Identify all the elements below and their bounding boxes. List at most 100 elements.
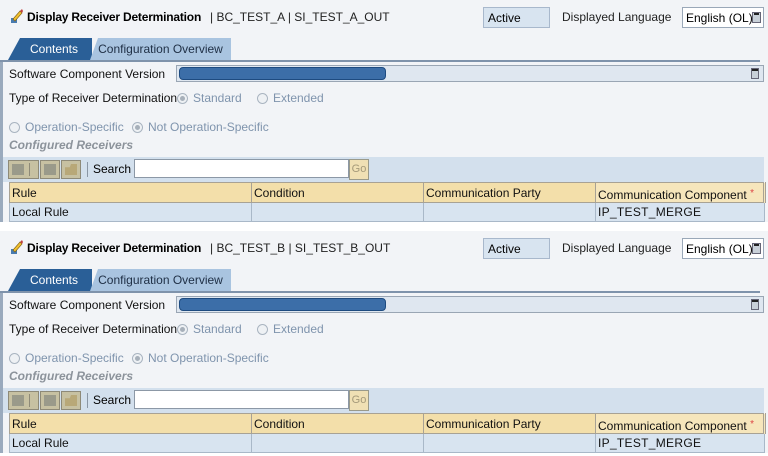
swc-value-redacted (179, 298, 386, 311)
dropdown-list-icon[interactable] (752, 243, 761, 254)
column-header-party[interactable]: Communication Party (423, 182, 596, 203)
dropdown-list-icon[interactable] (752, 12, 761, 23)
column-header-component[interactable]: Communication Component * (595, 413, 766, 434)
section-title: Configured Receivers (9, 138, 134, 152)
delete-row-button[interactable] (40, 391, 60, 410)
delete-row-button[interactable] (40, 160, 60, 179)
cell-party[interactable] (423, 433, 596, 453)
radio-extended[interactable]: Extended (257, 91, 324, 105)
cell-condition[interactable] (251, 202, 424, 222)
search-input[interactable] (134, 390, 349, 409)
radio-not-operation-specific[interactable]: Not Operation-Specific (132, 351, 269, 365)
radio-operation-specific[interactable]: Operation-Specific (9, 120, 124, 134)
cell-component[interactable]: IP_TEST_MERGE (595, 202, 765, 222)
swc-value-redacted (179, 67, 386, 80)
insert-row-icon (12, 395, 24, 406)
receivers-table: Rule Condition Communication Party Commu… (9, 413, 766, 453)
table-header-row: Rule Condition Communication Party Commu… (9, 182, 766, 203)
radio-selected-icon (177, 323, 188, 335)
radio-unselected-icon (257, 323, 268, 335)
insert-row-button[interactable] (8, 160, 39, 179)
language-label: Displayed Language (562, 241, 672, 255)
required-marker: * (750, 187, 754, 199)
table-row[interactable]: Local Rule IP_TEST_MERGE (9, 433, 765, 453)
tab-strip: Contents Configuration Overview (0, 36, 760, 60)
radio-label: Not Operation-Specific (148, 120, 269, 134)
language-select[interactable]: English (OL) (682, 7, 764, 28)
radio-standard[interactable]: Standard (177, 322, 242, 336)
page-title: Display Receiver Determination (27, 10, 202, 24)
swc-field[interactable] (176, 296, 764, 313)
edit-pencil-icon (11, 9, 23, 23)
search-label: Search (93, 162, 132, 176)
object-path: | BC_TEST_A | SI_TEST_A_OUT (210, 10, 390, 24)
dropdown-list-icon[interactable] (751, 299, 759, 310)
tab-configuration-overview[interactable]: Configuration Overview (90, 38, 231, 60)
type-label: Type of Receiver Determination (9, 91, 178, 105)
go-button[interactable]: Go (349, 159, 369, 180)
radio-unselected-icon (9, 121, 20, 133)
title-bar: Display Receiver Determination | BC_TEST… (0, 0, 764, 36)
radio-unselected-icon (9, 352, 20, 364)
radio-label: Operation-Specific (25, 351, 124, 365)
receivers-toolbar: Search Go (3, 388, 764, 413)
swc-label: Software Component Version (9, 67, 166, 81)
swc-field[interactable] (176, 65, 764, 82)
dropdown-list-icon[interactable] (751, 68, 759, 79)
panel-left-border (0, 62, 3, 222)
search-input[interactable] (134, 159, 349, 178)
language-value: English (OL) (686, 11, 753, 25)
column-header-rule[interactable]: Rule (9, 413, 252, 434)
search-label: Search (93, 393, 132, 407)
panel-left-border (0, 293, 3, 453)
type-label: Type of Receiver Determination (9, 322, 178, 336)
insert-row-icon (12, 164, 24, 175)
radio-selected-icon (132, 121, 143, 133)
toolbar-separator (87, 393, 88, 408)
cell-component[interactable]: IP_TEST_MERGE (595, 433, 765, 453)
tab-divider (0, 291, 760, 293)
table-row[interactable]: Local Rule IP_TEST_MERGE (9, 202, 765, 222)
radio-extended[interactable]: Extended (257, 322, 324, 336)
radio-selected-icon (132, 352, 143, 364)
receiver-determination-panel-b: Display Receiver Determination | BC_TEST… (0, 231, 768, 453)
cell-condition[interactable] (251, 433, 424, 453)
status-field: Active (483, 7, 550, 28)
language-select[interactable]: English (OL) (682, 238, 764, 259)
column-header-party[interactable]: Communication Party (423, 413, 596, 434)
edit-pencil-icon (11, 240, 23, 254)
radio-not-operation-specific[interactable]: Not Operation-Specific (132, 120, 269, 134)
column-header-label: Communication Component (598, 187, 747, 202)
go-button[interactable]: Go (349, 390, 369, 411)
table-header-row: Rule Condition Communication Party Commu… (9, 413, 766, 434)
cell-party[interactable] (423, 202, 596, 222)
receivers-table: Rule Condition Communication Party Commu… (9, 182, 766, 222)
open-folder-button[interactable] (61, 391, 81, 410)
column-header-component[interactable]: Communication Component * (595, 182, 766, 203)
delete-row-icon (44, 164, 56, 175)
radio-selected-icon (177, 92, 188, 104)
open-folder-button[interactable] (61, 160, 81, 179)
cell-rule[interactable]: Local Rule (9, 202, 252, 222)
swc-label: Software Component Version (9, 298, 166, 312)
open-folder-icon (65, 395, 77, 406)
radio-operation-specific[interactable]: Operation-Specific (9, 351, 124, 365)
object-path: | BC_TEST_B | SI_TEST_B_OUT (210, 241, 391, 255)
tab-contents[interactable]: Contents (8, 269, 92, 291)
radio-label: Standard (193, 322, 242, 336)
radio-standard[interactable]: Standard (177, 91, 242, 105)
column-header-rule[interactable]: Rule (9, 182, 252, 203)
radio-label: Operation-Specific (25, 120, 124, 134)
section-title: Configured Receivers (9, 369, 134, 383)
tab-configuration-overview[interactable]: Configuration Overview (90, 269, 231, 291)
column-header-label: Communication Component (598, 418, 747, 433)
cell-rule[interactable]: Local Rule (9, 433, 252, 453)
receiver-determination-panel-a: Display Receiver Determination | BC_TEST… (0, 0, 768, 222)
tab-contents[interactable]: Contents (8, 38, 92, 60)
status-field: Active (483, 238, 550, 259)
required-marker: * (750, 418, 754, 430)
radio-label: Standard (193, 91, 242, 105)
insert-row-button[interactable] (8, 391, 39, 410)
column-header-condition[interactable]: Condition (251, 182, 424, 203)
column-header-condition[interactable]: Condition (251, 413, 424, 434)
